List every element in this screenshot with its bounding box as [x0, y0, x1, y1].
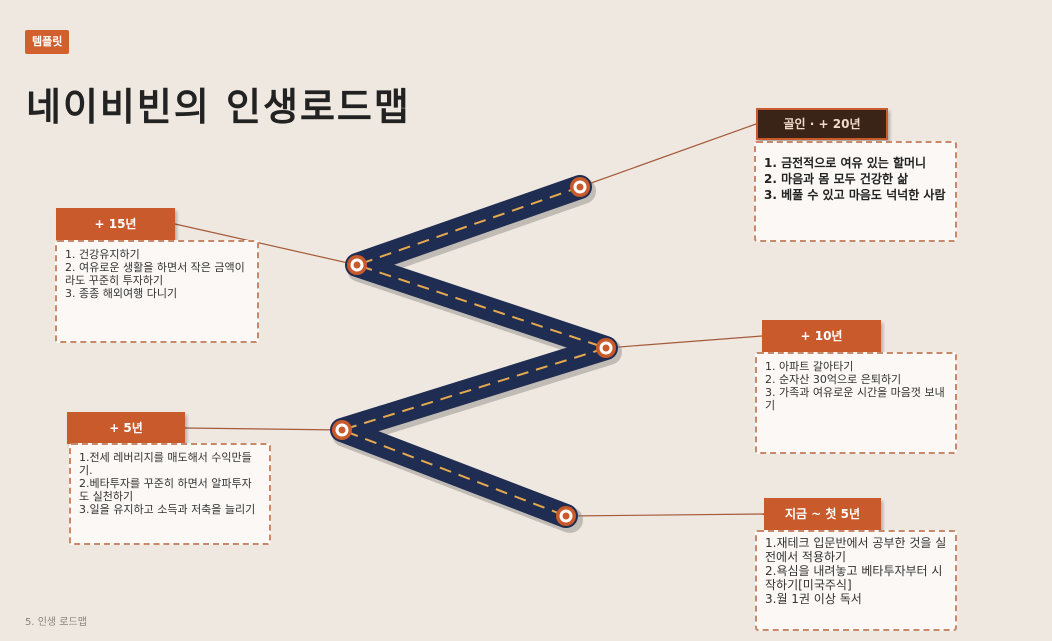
marker-now: [556, 506, 576, 526]
y10-item-2: 2. 순자산 30억으로 은퇴하기: [765, 373, 902, 386]
connector-5: [184, 427, 343, 431]
milestone-10-box: 1. 아파트 갈아타기 2. 순자산 30억으로 은퇴하기 3. 가족과 여유로…: [755, 352, 957, 454]
connector-now: [565, 513, 765, 517]
milestone-15-box: 1. 건강유지하기 2. 여유로운 생활을 하면서 작은 금액이라도 꾸준히 투…: [55, 240, 259, 343]
connector-goal: [579, 123, 757, 188]
y15-item-2: 2. 여유로운 생활을 하면서 작은 금액이라도 꾸준히 투자하기: [65, 261, 245, 287]
connector-10: [605, 335, 763, 349]
now-item-1: 1.재테크 입문반에서 공부한 것을 실전에서 적용하기: [765, 536, 947, 564]
milestone-5-box: 1.전세 레버리지를 매도해서 수익만들기. 2.베타투자를 꾸준히 하면서 알…: [69, 443, 271, 545]
y5-item-2: 2.베타투자를 꾸준히 하면서 알파투자도 실천하기: [79, 477, 252, 503]
milestone-5-label: + 5년: [67, 412, 185, 444]
y5-item-1: 1.전세 레버리지를 매도해서 수익만들기.: [79, 451, 252, 477]
y10-item-1: 1. 아파트 갈아타기: [765, 360, 854, 373]
now-item-2: 2.욕심을 내려놓고 베타투자부터 시작하기[미국주식]: [765, 564, 943, 592]
milestone-goal-label: 골인 · + 20년: [756, 108, 888, 140]
goal-item-2: 2. 마음과 몸 모두 건강한 삶: [764, 172, 909, 186]
y10-item-3: 3. 가족과 여유로운 시간을 마음껏 보내기: [765, 386, 945, 412]
page-title: 네이비빈의 인생로드맵: [26, 85, 411, 129]
connector-15: [174, 223, 358, 266]
milestone-goal-box: 1. 금전적으로 여유 있는 할머니 2. 마음과 몸 모두 건강한 삶 3. …: [754, 141, 957, 242]
road-path: [330, 175, 618, 528]
milestone-10-label: + 10년: [762, 320, 881, 352]
now-item-3: 3.월 1권 이상 독서: [765, 592, 862, 606]
milestone-now-label: 지금 ~ 첫 5년: [764, 498, 881, 530]
marker-goal: [570, 177, 590, 197]
y15-item-3: 3. 종종 해외여행 다니기: [65, 287, 178, 300]
goal-item-3: 3. 베풀 수 있고 마음도 넉넉한 사람: [764, 188, 946, 202]
milestone-now-box: 1.재테크 입문반에서 공부한 것을 실전에서 적용하기 2.욕심을 내려놓고 …: [755, 530, 957, 631]
y15-item-1: 1. 건강유지하기: [65, 248, 140, 261]
footer-page-label: 5. 인생 로드맵: [25, 617, 87, 628]
milestone-15-label: + 15년: [56, 208, 175, 240]
marker-10: [596, 338, 616, 358]
template-badge: 템플릿: [25, 30, 70, 54]
goal-item-1: 1. 금전적으로 여유 있는 할머니: [764, 156, 927, 170]
marker-15: [347, 255, 367, 275]
marker-5: [332, 420, 352, 440]
y5-item-3: 3.일을 유지하고 소득과 저축을 늘리기: [79, 503, 256, 516]
